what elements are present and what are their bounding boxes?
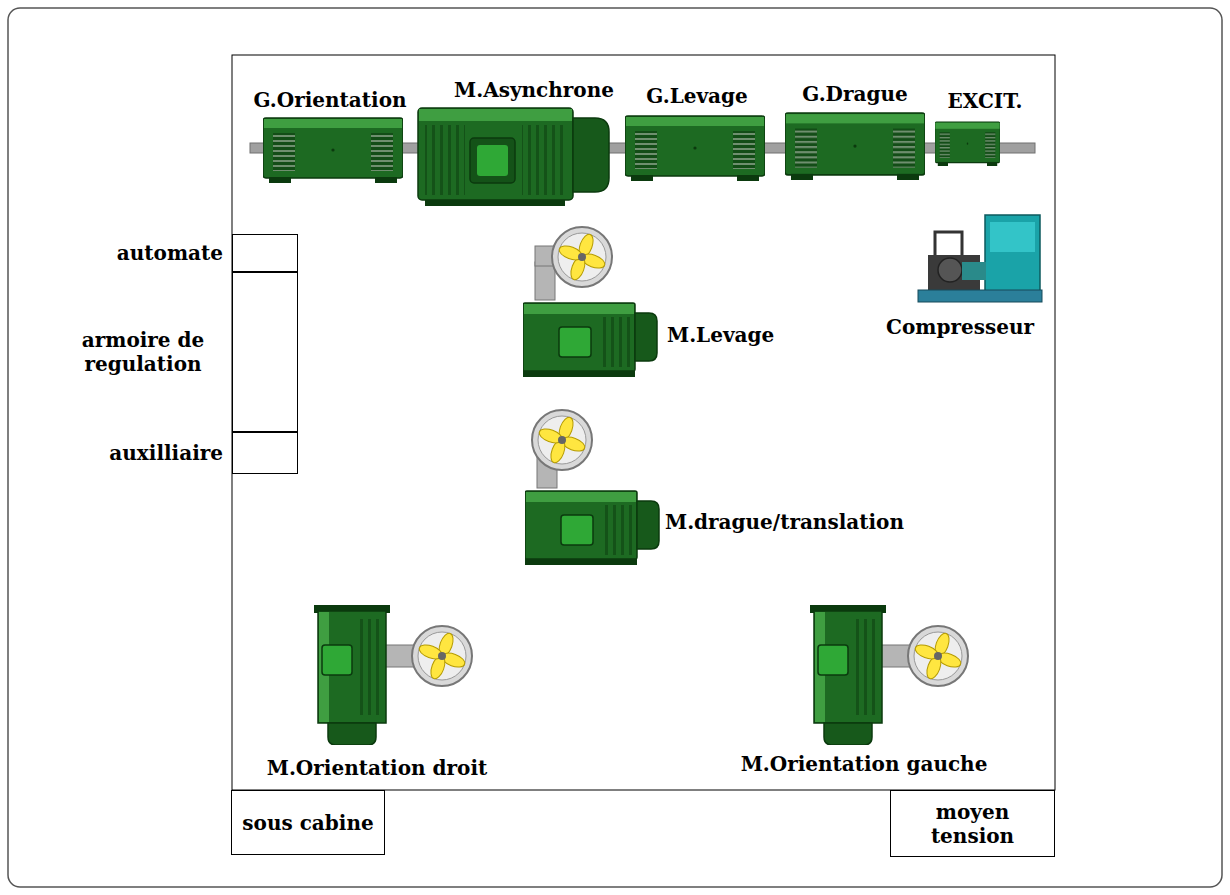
room-box: moyen tension [890,790,1055,857]
outer-frame [8,8,1222,887]
box-label: automate [117,241,223,265]
part-label: M.drague/translation [665,510,904,534]
part-label: G.Orientation [253,88,406,112]
motor-fins [522,125,568,195]
fan-symbol [412,626,472,686]
generator-symbol [785,113,925,180]
fan-symbol [908,626,968,686]
cabinet-box: automate [232,234,298,272]
box-label: auxilliaire [109,441,223,465]
box-label: moyen tension [918,800,1028,848]
compressor-symbol [918,215,1042,302]
generator-symbol [625,116,765,181]
vertical-motor-symbol [314,605,390,745]
cabinet-box: armoire de regulation [232,272,298,432]
compressor-block [962,262,986,280]
motor-feet [425,200,565,206]
part-label: M.Orientation gauche [741,752,988,776]
part-label: M.Levage [667,323,774,347]
vertical-motor-symbol [810,605,886,745]
part-label: G.Drague [802,82,907,106]
part-label: M.Asynchrone [454,78,614,102]
part-label: Compresseur [886,315,1034,339]
terminal-box-cover [477,145,508,176]
terminal-box [470,138,515,183]
cabinet-box: auxilliaire [232,432,298,474]
motor-highlight [419,109,572,121]
compressor-panel [990,222,1035,252]
exciter-symbol [935,122,1000,166]
generator-symbol [263,118,403,183]
room-box: sous cabine [231,790,385,855]
motor-symbol [525,491,659,565]
part-label: EXCIT. [948,89,1023,113]
motor-fins [425,125,465,195]
asynchronous-motor [418,108,609,206]
box-label: sous cabine [242,811,373,835]
air-duct [535,262,555,300]
part-label: G.Levage [646,84,747,108]
motor-symbol [523,303,657,377]
machine-room-outline [232,55,1055,790]
compressor-wheel [938,258,962,282]
fan-symbol [552,227,612,287]
compressor-cabinet [985,215,1040,293]
compressor-base [918,290,1042,302]
motor-end-cap [573,118,609,192]
part-label: M.Orientation droit [267,756,488,780]
fan-symbol [532,410,592,470]
box-label: armoire de regulation [63,328,223,376]
compressor-pipe [935,232,962,255]
motor-body [418,108,573,200]
